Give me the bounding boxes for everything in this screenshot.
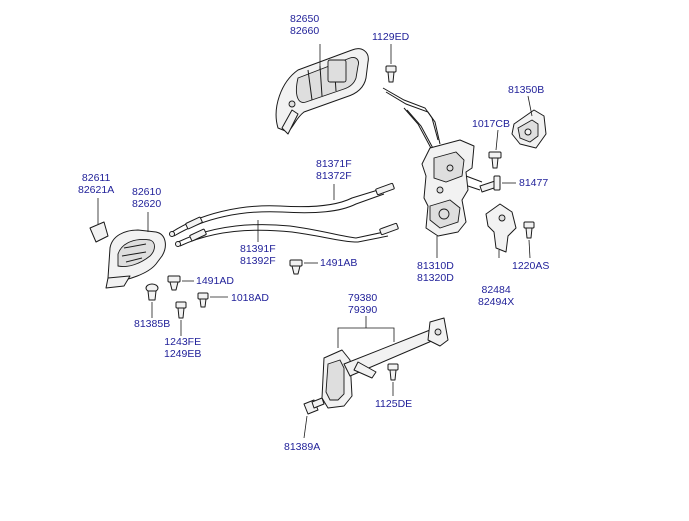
leader-line bbox=[337, 316, 395, 348]
screw-1129ed-icon[interactable] bbox=[385, 65, 397, 83]
bolt-81477-icon[interactable] bbox=[479, 175, 501, 193]
bolt-1125de-icon[interactable] bbox=[387, 363, 399, 381]
label-81350b[interactable]: 81350B bbox=[508, 84, 545, 96]
leader-line bbox=[527, 95, 533, 117]
label-81477[interactable]: 81477 bbox=[519, 177, 549, 189]
grommet-81385b-icon[interactable] bbox=[145, 283, 159, 301]
bracket-81350b[interactable] bbox=[511, 109, 547, 149]
leader-line bbox=[495, 129, 499, 151]
label-1491ab[interactable]: 1491AB bbox=[320, 257, 358, 269]
label-81385b[interactable]: 81385B bbox=[134, 318, 171, 330]
clip-1491ad-icon[interactable] bbox=[167, 275, 181, 291]
clip-1491ab-icon[interactable] bbox=[289, 259, 303, 275]
leader-line bbox=[528, 239, 531, 259]
label-1017cb[interactable]: 1017CB bbox=[472, 118, 510, 130]
handle-cover-82611[interactable] bbox=[89, 221, 109, 243]
label-1220as[interactable]: 1220AS bbox=[512, 260, 550, 272]
outside-door-handle[interactable] bbox=[275, 48, 369, 135]
label-1129ed[interactable]: 1129ED bbox=[372, 31, 410, 43]
latch-plate-82484[interactable] bbox=[485, 203, 517, 253]
label-1491ad[interactable]: 1491AD bbox=[196, 275, 234, 287]
door-latch-assembly[interactable] bbox=[421, 139, 483, 237]
door-checker-79380[interactable] bbox=[321, 317, 449, 409]
inside-handle-cables[interactable] bbox=[169, 182, 399, 247]
label-81389a[interactable]: 81389A bbox=[284, 441, 321, 453]
label-1018ad[interactable]: 1018AD bbox=[231, 292, 269, 304]
leader-line bbox=[303, 415, 308, 439]
screw-1018ad-icon[interactable] bbox=[197, 292, 209, 308]
handle-rod bbox=[382, 87, 439, 141]
inside-door-handle[interactable] bbox=[105, 229, 166, 289]
screw-1243fe-icon[interactable] bbox=[175, 301, 187, 319]
bolt-1220as-icon[interactable] bbox=[523, 221, 535, 239]
label-1125de[interactable]: 1125DE bbox=[375, 398, 413, 410]
bolt-81389a-icon[interactable] bbox=[303, 397, 325, 415]
bolt-1017cb-icon[interactable] bbox=[488, 151, 502, 169]
